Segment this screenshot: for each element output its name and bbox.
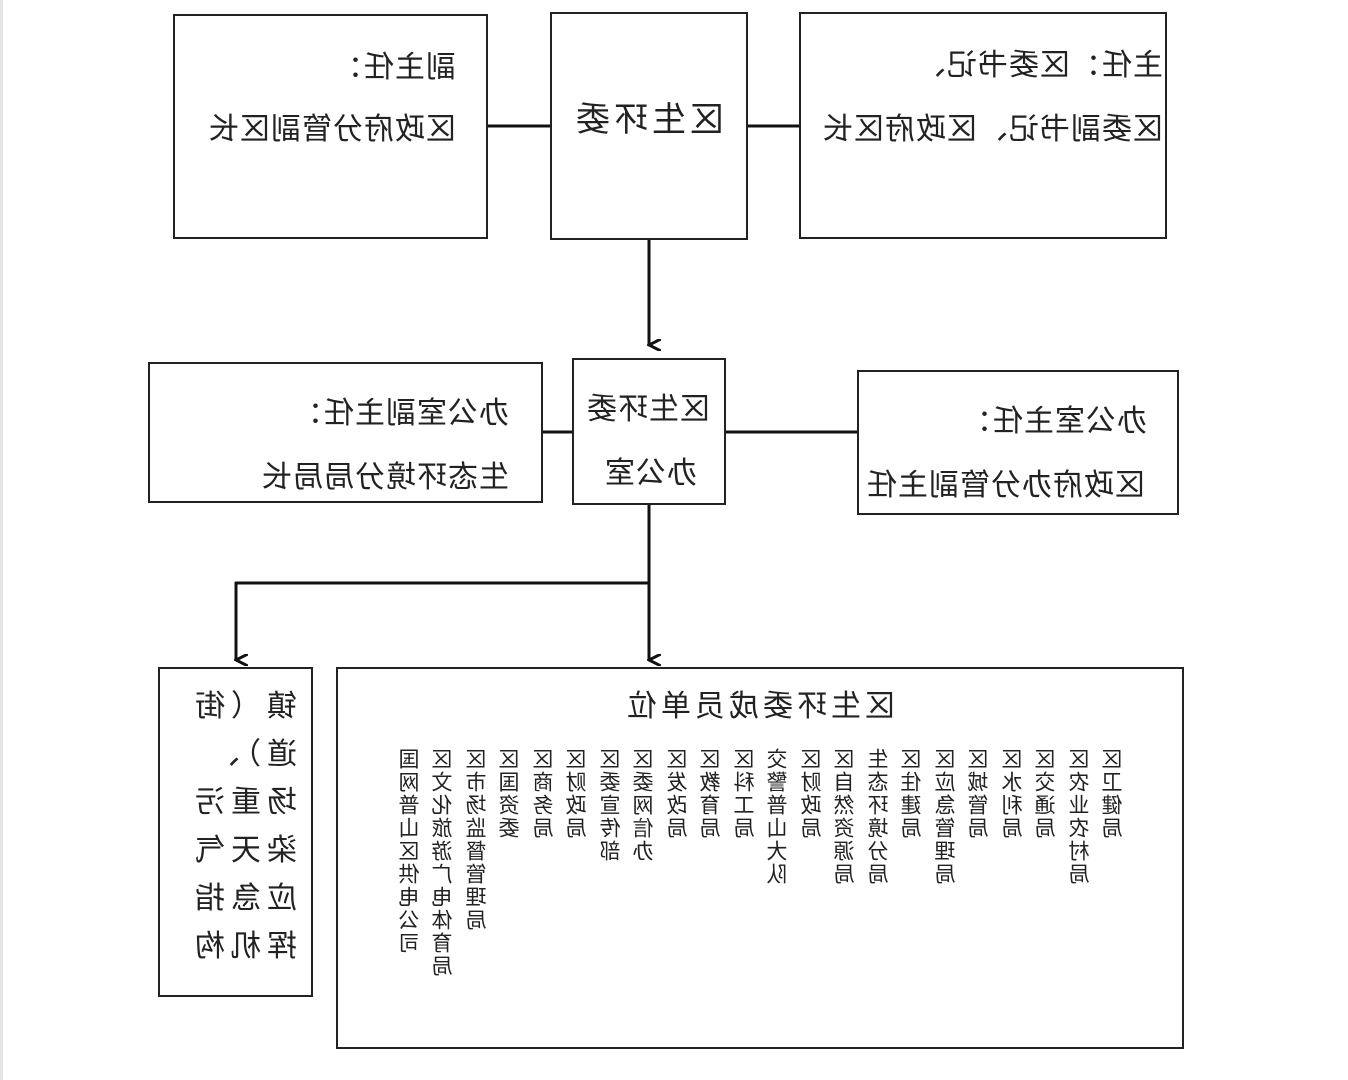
member-unit: 区市场监督管理局 [465, 748, 489, 932]
member-unit: 区应急管理局 [934, 748, 958, 886]
bottom-left-line: 镇（街 [189, 689, 297, 724]
middle-right-line2: 区政府办分管副主任 [866, 468, 1145, 503]
top-right-line1: 主任：区委书记、 [915, 48, 1163, 83]
middle-right-box: 办公室主任： 区政府办分管副主任 [857, 370, 1179, 515]
middle-right-line1: 办公室主任： [961, 404, 1147, 439]
middle-center-line1: 区生环委 [586, 392, 710, 427]
member-unit: 区委网信办 [632, 748, 656, 863]
top-center-label: 区生环委 [572, 100, 724, 140]
member-unit: 交警普山大队 [766, 748, 790, 886]
member-unit: 区水利局 [1001, 748, 1025, 840]
member-unit: 区教育局 [699, 748, 723, 840]
top-right-line2: 区委副书记、区政府区长 [822, 112, 1163, 147]
top-left-line1: 副主任： [332, 50, 456, 85]
member-unit: 区财政局 [800, 748, 824, 840]
member-unit: 国网普山区供电公司 [398, 748, 422, 955]
member-unit: 区文化旅游广电体育局 [431, 748, 455, 978]
top-right-box: 主任：区委书记、 区委副书记、区政府区长 [799, 12, 1167, 239]
bottom-left-line: 应急指 [189, 881, 297, 916]
middle-left-box: 办公室副主任： 生态环境分局局长 [148, 362, 543, 503]
member-unit: 区委宣传部 [599, 748, 623, 863]
member-unit: 区科工局 [733, 748, 757, 840]
bottom-left-line: 场重污 [189, 785, 297, 820]
top-center-box: 区生环委 [550, 12, 748, 240]
member-unit: 生态环境分局 [867, 748, 891, 886]
bottom-right-box: 区生环委成员单位 [336, 667, 1184, 1049]
member-unit: 区农业农村局 [1068, 748, 1092, 886]
member-unit: 区商务局 [532, 748, 556, 840]
member-unit: 区国资委 [498, 748, 522, 840]
member-unit: 区发改局 [666, 748, 690, 840]
middle-left-line2: 生态环境分局局长 [261, 460, 509, 495]
bottom-left-line: 染天气 [189, 833, 297, 868]
bottom-left-line: 道）、 [204, 737, 297, 772]
middle-center-box: 区生环委 办公室 [572, 358, 726, 505]
page-edge [0, 0, 3, 1080]
member-unit: 区住建局 [900, 748, 924, 840]
member-unit: 区城管局 [967, 748, 991, 840]
top-left-box: 副主任： 区政府分管副区长 [173, 14, 488, 239]
top-left-line2: 区政府分管副区长 [208, 112, 456, 147]
bottom-left-line: 挥机构 [189, 929, 297, 964]
member-unit: 区自然资源局 [833, 748, 857, 886]
bottom-left-box: 镇（街道）、场重污染天气应急指挥机构 [158, 667, 313, 997]
middle-left-line1: 办公室副主任： [292, 396, 509, 431]
member-units-title: 区生环委成员单位 [623, 689, 895, 724]
member-unit: 区卫健局 [1101, 748, 1125, 840]
member-unit: 区财政局 [565, 748, 589, 840]
member-unit: 区交通局 [1034, 748, 1058, 840]
middle-center-line2: 办公室 [604, 456, 697, 491]
